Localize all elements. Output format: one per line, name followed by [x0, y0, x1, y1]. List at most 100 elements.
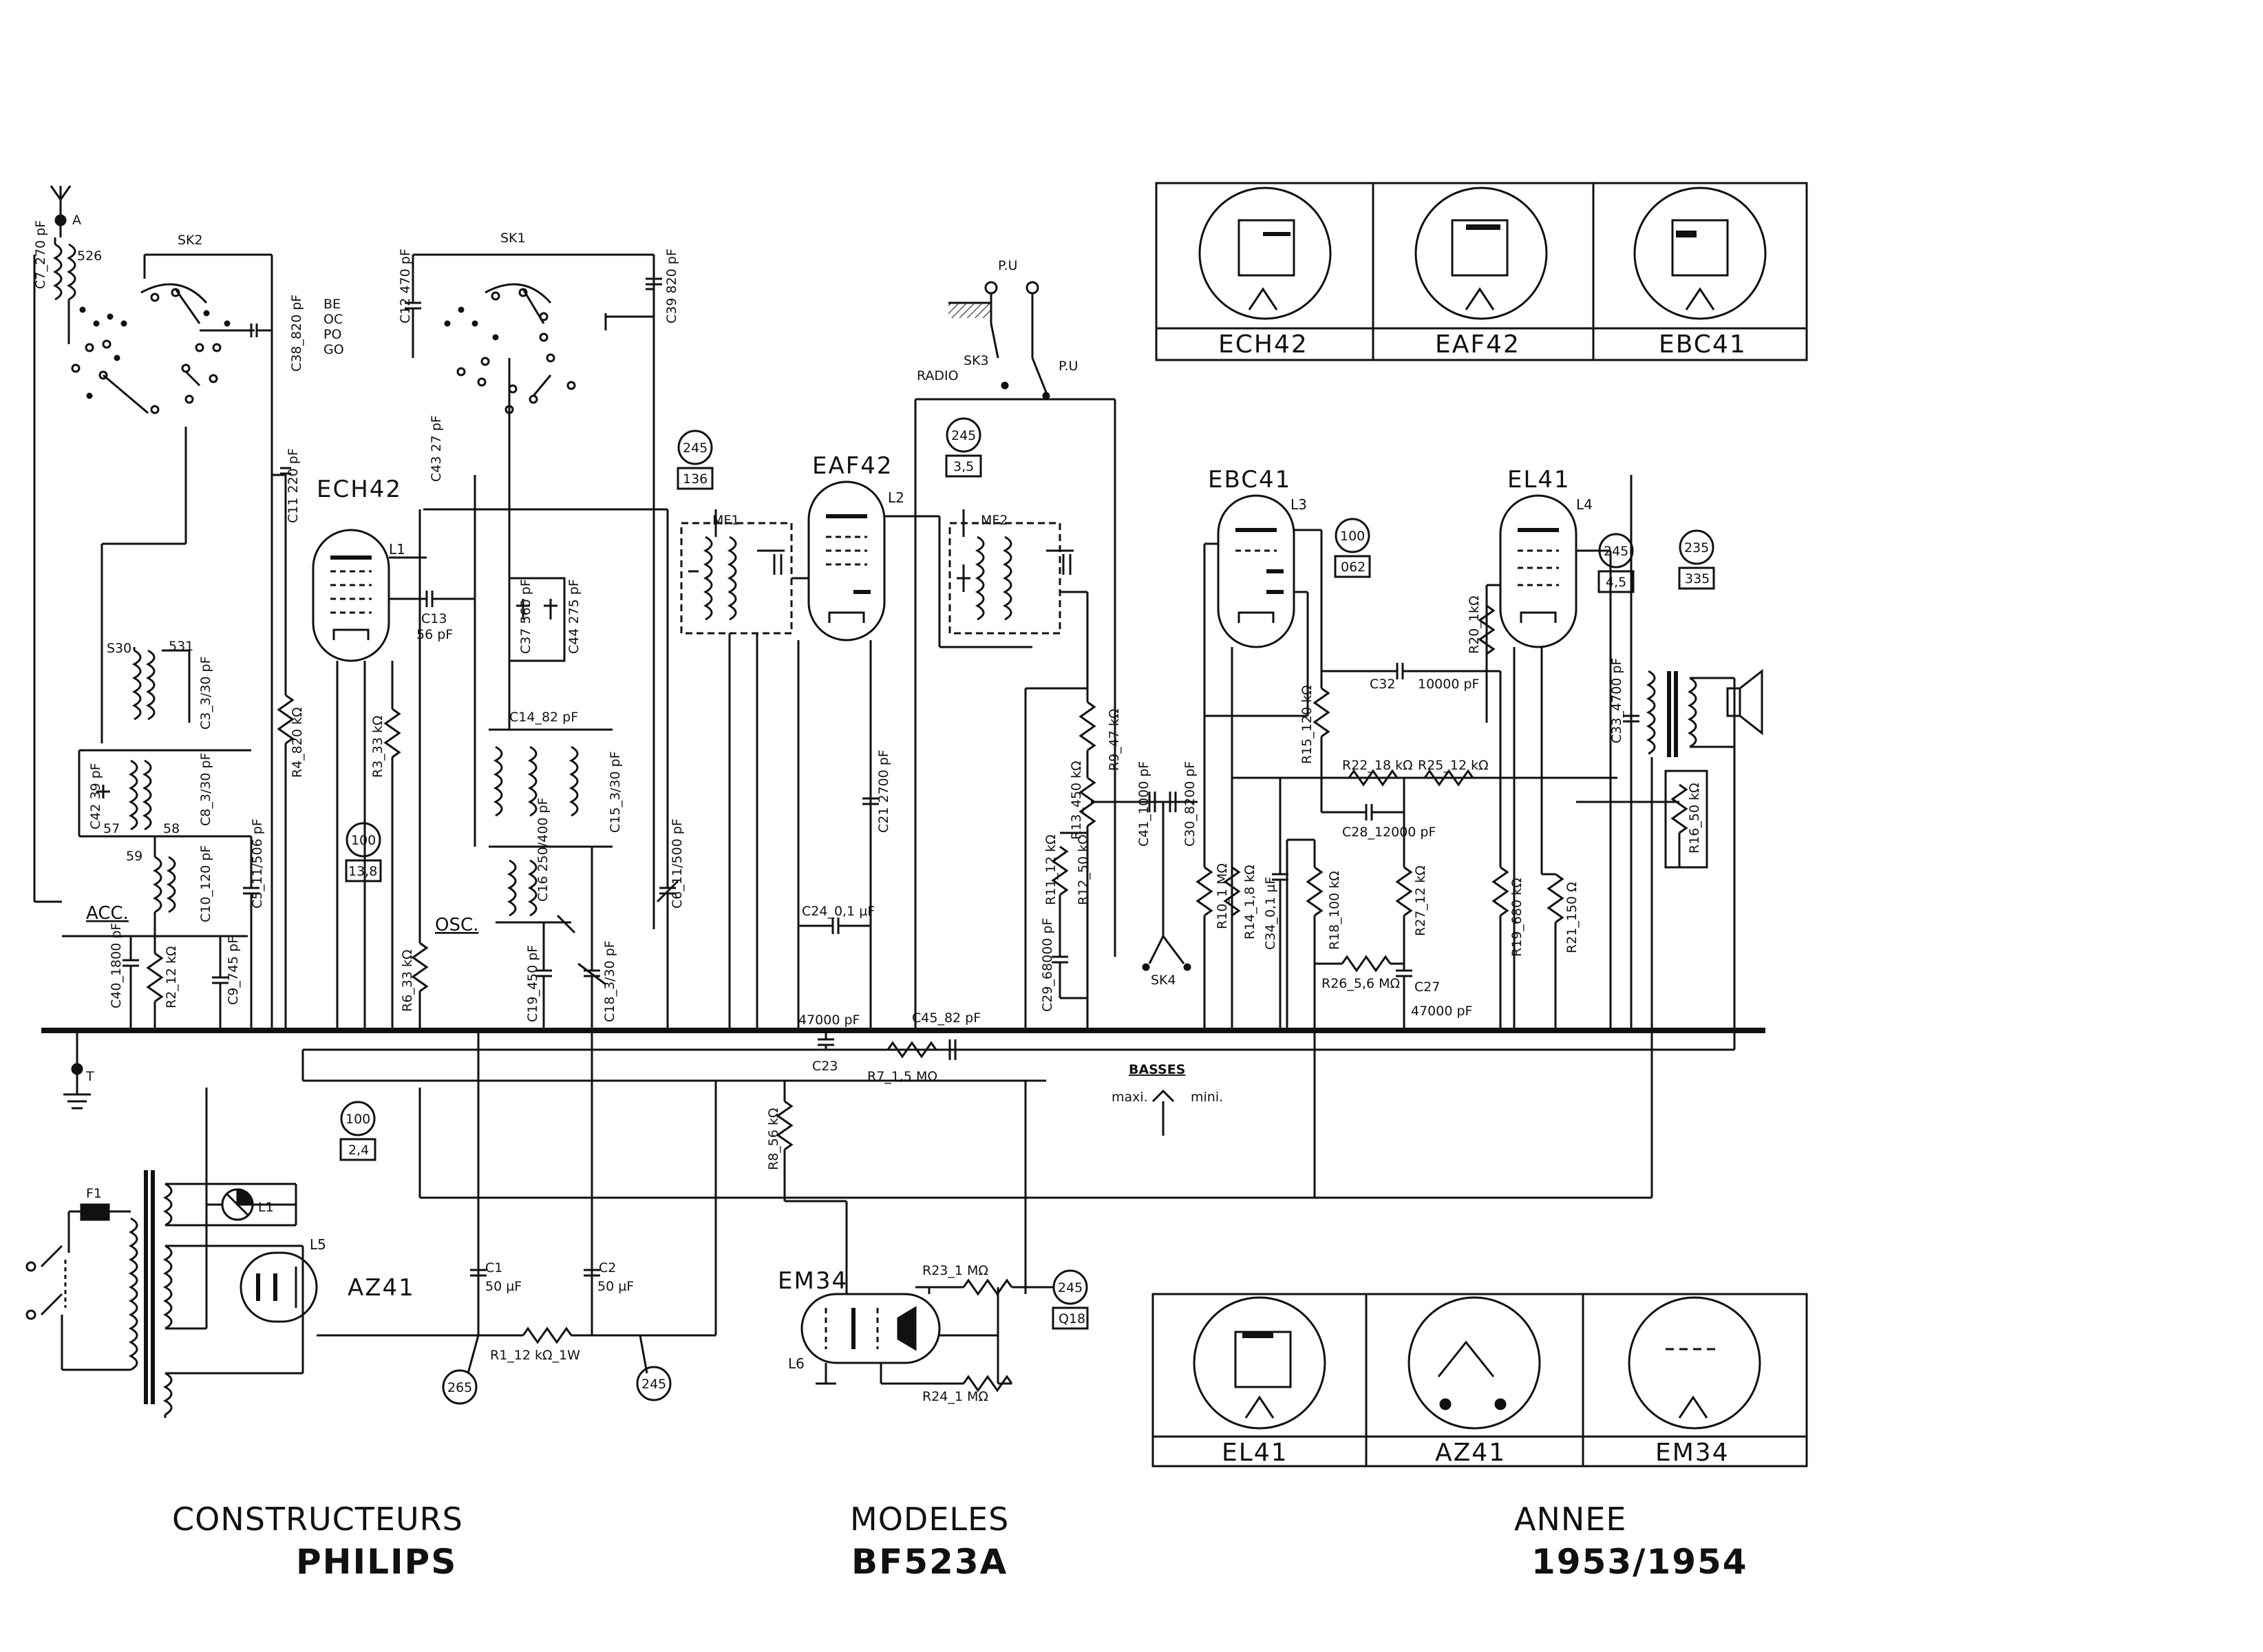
- tube-eaf42: [791, 480, 939, 1030]
- vp-24-val: 2,4: [348, 1143, 369, 1158]
- label-r9: R9_47 kΩ: [1107, 708, 1122, 771]
- resistor-r7: [871, 1039, 957, 1060]
- label-c28: C28_12000 pF: [1342, 825, 1436, 840]
- label-c8: C8_3/30 pF: [198, 752, 213, 826]
- tube-ref-l1: L1: [389, 541, 405, 558]
- label-s31: 531: [169, 639, 193, 654]
- coil-57-58: [78, 749, 251, 838]
- tube-ref-l3: L3: [1290, 496, 1307, 513]
- modeles-value: BF523A: [851, 1542, 1008, 1582]
- label-c11: C11 220 pF: [286, 448, 301, 523]
- label-osc: OSC.: [435, 915, 478, 935]
- label-r23: R23_1 MΩ: [922, 1263, 988, 1278]
- if-transformer-mf1: [680, 509, 793, 1030]
- label-r8: R8_56 kΩ: [766, 1108, 781, 1170]
- label-s59: 59: [126, 849, 142, 864]
- band-go: GO: [323, 342, 344, 357]
- label-r11: R11_12 kΩ: [1043, 834, 1059, 905]
- capacitor-c24: [798, 918, 871, 934]
- label-mini: mini.: [1191, 1090, 1223, 1105]
- label-r20: R20_1kΩ: [1467, 596, 1482, 655]
- vp-138-val: 13,8: [348, 864, 377, 879]
- tube-label-em34: EM34: [778, 1267, 848, 1295]
- modeles-label: MODELES: [850, 1501, 1010, 1538]
- label-l1: L1: [258, 1200, 274, 1215]
- label-s58: 58: [163, 821, 180, 836]
- label-c27v: 47000 pF: [1411, 1004, 1472, 1019]
- label-526: 526: [77, 248, 102, 264]
- vp-136-val: 136: [683, 472, 708, 487]
- label-r14: R14_1,8 kΩ: [1242, 865, 1257, 940]
- label-c27: C27: [1414, 979, 1440, 995]
- label-c10: C10_120 pF: [198, 845, 213, 922]
- label-pu-top: P.U: [998, 258, 1017, 273]
- label-c13v: 56 pF: [416, 627, 453, 642]
- switch-sk2: [71, 253, 273, 1030]
- label-c42: C42 39 pF: [88, 763, 103, 829]
- label-sk3: SK3: [964, 353, 989, 368]
- label-c16: C16 250/400 pF: [535, 798, 551, 902]
- label-r15: R15_120 kΩ: [1299, 685, 1315, 764]
- label-c1v: 50 µF: [485, 1279, 522, 1294]
- resistor-r20: [1478, 585, 1496, 655]
- label-r7: R7_1,5 MΩ: [867, 1069, 937, 1084]
- label-c13: C13: [421, 611, 447, 626]
- socket-panel-top: [1155, 182, 1808, 361]
- vp-q18-val: Q18: [1059, 1311, 1085, 1326]
- label-acc: ACC.: [86, 903, 129, 924]
- label-c5: C5_11/506 pF: [250, 818, 265, 909]
- label-sk1: SK1: [500, 231, 526, 246]
- switch-sk3: [914, 281, 1116, 1030]
- capacitor-c5: [243, 836, 259, 1030]
- tube-ref-l5: L5: [310, 1236, 326, 1253]
- label-c33: C33_4700 pF: [1609, 658, 1624, 743]
- socket-label-eaf42: EAF42: [1435, 330, 1520, 359]
- label-radio: RADIO: [917, 368, 959, 383]
- vp-335-v: 235: [1684, 540, 1709, 555]
- tube-ebc41: [1203, 494, 1321, 1030]
- socket-label-em34: EM34: [1655, 1439, 1730, 1467]
- voltage-point-35: [945, 417, 982, 478]
- resistor-r15: [1232, 530, 1617, 779]
- mains-switch: [25, 1203, 131, 1371]
- label-r1: R1_12 kΩ_1W: [490, 1348, 580, 1363]
- label-c29: C29_68000 pF: [1040, 918, 1055, 1012]
- label-s30: S30: [107, 641, 131, 656]
- socket-label-az41: AZ41: [1435, 1439, 1506, 1467]
- label-r6: R6_33 kΩ: [400, 949, 415, 1012]
- label-c1: C1: [485, 1260, 502, 1275]
- voltage-point-136: [677, 430, 714, 490]
- label-r27: R27_12 kΩ: [1413, 865, 1428, 936]
- label-r13: R13_450 kΩ: [1069, 761, 1084, 840]
- r22-r25-c28: [1320, 769, 1617, 867]
- label-c32v: 10000 pF: [1418, 677, 1479, 692]
- label-c3: C3_3/30 pF: [198, 656, 213, 730]
- resistor-r6: [411, 757, 429, 1030]
- vp-45-v: 245: [1604, 544, 1628, 559]
- capacitor-c21: [862, 681, 879, 805]
- label-r4: R4_820 kΩ: [290, 707, 305, 778]
- vp-136-v: 245: [683, 441, 708, 456]
- vp-35-v: 245: [951, 428, 976, 443]
- band-oc: OC: [323, 312, 343, 327]
- vp-062-v: 100: [1340, 529, 1365, 544]
- label-r12: R12_50 kΩ: [1076, 834, 1091, 905]
- resistor-r19: [1491, 671, 1509, 1030]
- vp-35-val: 3,5: [953, 459, 974, 474]
- capacitor-c32: [1321, 663, 1500, 679]
- label-c24: C24_0,1 µF: [802, 904, 875, 919]
- label-c30: C30_8200 pF: [1182, 761, 1198, 847]
- vp-138-v: 100: [351, 833, 376, 848]
- label-c12: C12 470 pF: [398, 248, 413, 324]
- smoothing-network: [317, 1030, 717, 1374]
- label-c23: C23: [812, 1059, 838, 1074]
- label-c18: C18_3/30 pF: [602, 940, 617, 1022]
- tube-el41: [1485, 494, 1611, 1030]
- voltage-point-265: [442, 1369, 478, 1405]
- constructeurs-value: PHILIPS: [296, 1542, 458, 1582]
- label-c40: C40_1800 pF: [109, 923, 124, 1008]
- label-c23v: 47000 pF: [798, 1013, 860, 1028]
- label-c45: C45_82 pF: [912, 1010, 981, 1026]
- socket-panel-bottom: [1151, 1293, 1808, 1468]
- vp-24-v: 100: [346, 1112, 370, 1127]
